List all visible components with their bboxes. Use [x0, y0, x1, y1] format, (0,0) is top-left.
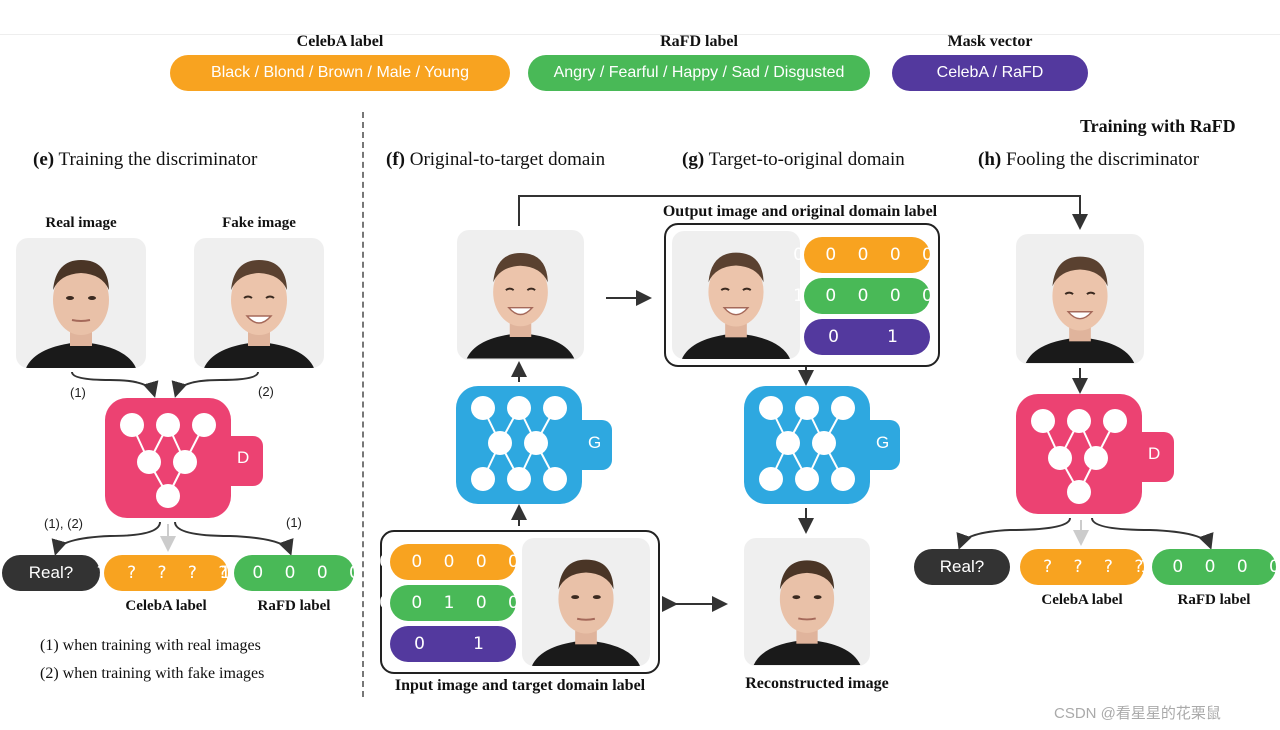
out-left-tag: (1), (2): [44, 516, 83, 531]
note-fake: (2) when training with fake images: [40, 665, 265, 682]
fake-image-label: Fake image: [222, 215, 296, 231]
output-image-box: 0 0 0 0 0 1 0 0 0 0 0 1: [664, 223, 940, 367]
celeba-label-caption-h: CelebA label: [1041, 592, 1123, 608]
generated-face-photo: [457, 230, 584, 360]
input-celeba-vector: 0 0 0 0 0: [379, 544, 519, 580]
input-rafd-vector: 0 0 1 0 0: [379, 585, 519, 621]
real-question-pill-e: Real?: [2, 555, 100, 591]
rafd-label-caption-e: RaFD label: [257, 598, 331, 614]
real-image-label: Real image: [45, 215, 117, 231]
arrow-fake-tag: (2): [258, 384, 274, 399]
output-rafd-vector: 1 0 0 0 0: [793, 278, 933, 314]
reconstructed-face-photo: [744, 538, 870, 666]
output-mask-vector: 0 1: [804, 319, 930, 355]
discriminator-network-e: D: [105, 398, 263, 518]
top-divider: [0, 34, 1280, 35]
mask-legend-pill: CelebA / RaFD: [892, 55, 1088, 91]
output-face-photo: [672, 231, 800, 359]
g-letter-f: G: [588, 433, 602, 452]
csdn-watermark: CSDN @看星星的花栗鼠: [1054, 705, 1221, 722]
g-letter-g: G: [876, 433, 890, 452]
celeba-label-caption-e: CelebA label: [125, 598, 207, 614]
section-h-title: (h) Fooling the discriminator: [978, 149, 1200, 170]
rafd-vector-pill-e: 1 0 0 0 0: [220, 555, 360, 591]
out-right-tag: (1): [286, 515, 302, 530]
generator-network-f: G: [456, 386, 612, 504]
section-e-title: (e) Training the discriminator: [33, 149, 258, 170]
generator-network-g: G: [744, 386, 900, 504]
rafd-vector-pill-h: 1 0 0 0 0: [1140, 549, 1280, 585]
fool-face-photo: [1016, 234, 1144, 364]
discriminator-network-h: D: [1016, 394, 1174, 514]
celeba-legend-title: CelebA label: [296, 33, 384, 50]
celeba-legend-pill: Black / Blond / Brown / Male / Young: [170, 55, 510, 91]
input-image-box: 0 0 0 0 0 0 0 1 0 0 0 1: [379, 530, 660, 674]
input-caption: Input image and target domain label: [394, 677, 646, 694]
panel-divider: [362, 112, 364, 697]
arrow-real-tag: (1): [70, 385, 86, 400]
reconstructed-caption: Reconstructed image: [745, 675, 889, 692]
input-face-photo: [522, 538, 650, 666]
real-face-photo: [16, 238, 146, 368]
output-celeba-vector: 0 0 0 0 0: [793, 237, 933, 273]
section-g-title: (g) Target-to-original domain: [682, 149, 905, 170]
note-real: (1) when training with real images: [40, 637, 261, 654]
rafd-legend-pill: Angry / Fearful / Happy / Sad / Disguste…: [528, 55, 870, 91]
fake-face-photo: [194, 238, 324, 368]
rafd-label-caption-h: RaFD label: [1177, 592, 1251, 608]
d-letter-h: D: [1148, 444, 1161, 463]
rafd-legend-title: RaFD label: [660, 33, 738, 50]
mask-legend-title: Mask vector: [947, 33, 1033, 50]
output-caption: Output image and original domain label: [662, 203, 938, 220]
real-question-pill-h: Real?: [914, 549, 1010, 585]
training-title: Training with RaFD: [1080, 116, 1236, 136]
d-letter-e: D: [237, 448, 250, 467]
celeba-unknown-pill-e: ? ? ? ? ?: [97, 555, 228, 591]
input-mask-vector: 0 1: [390, 626, 516, 662]
section-f-title: (f) Original-to-target domain: [386, 149, 606, 170]
celeba-unknown-pill-h: ? ? ? ? ?: [1013, 549, 1144, 585]
